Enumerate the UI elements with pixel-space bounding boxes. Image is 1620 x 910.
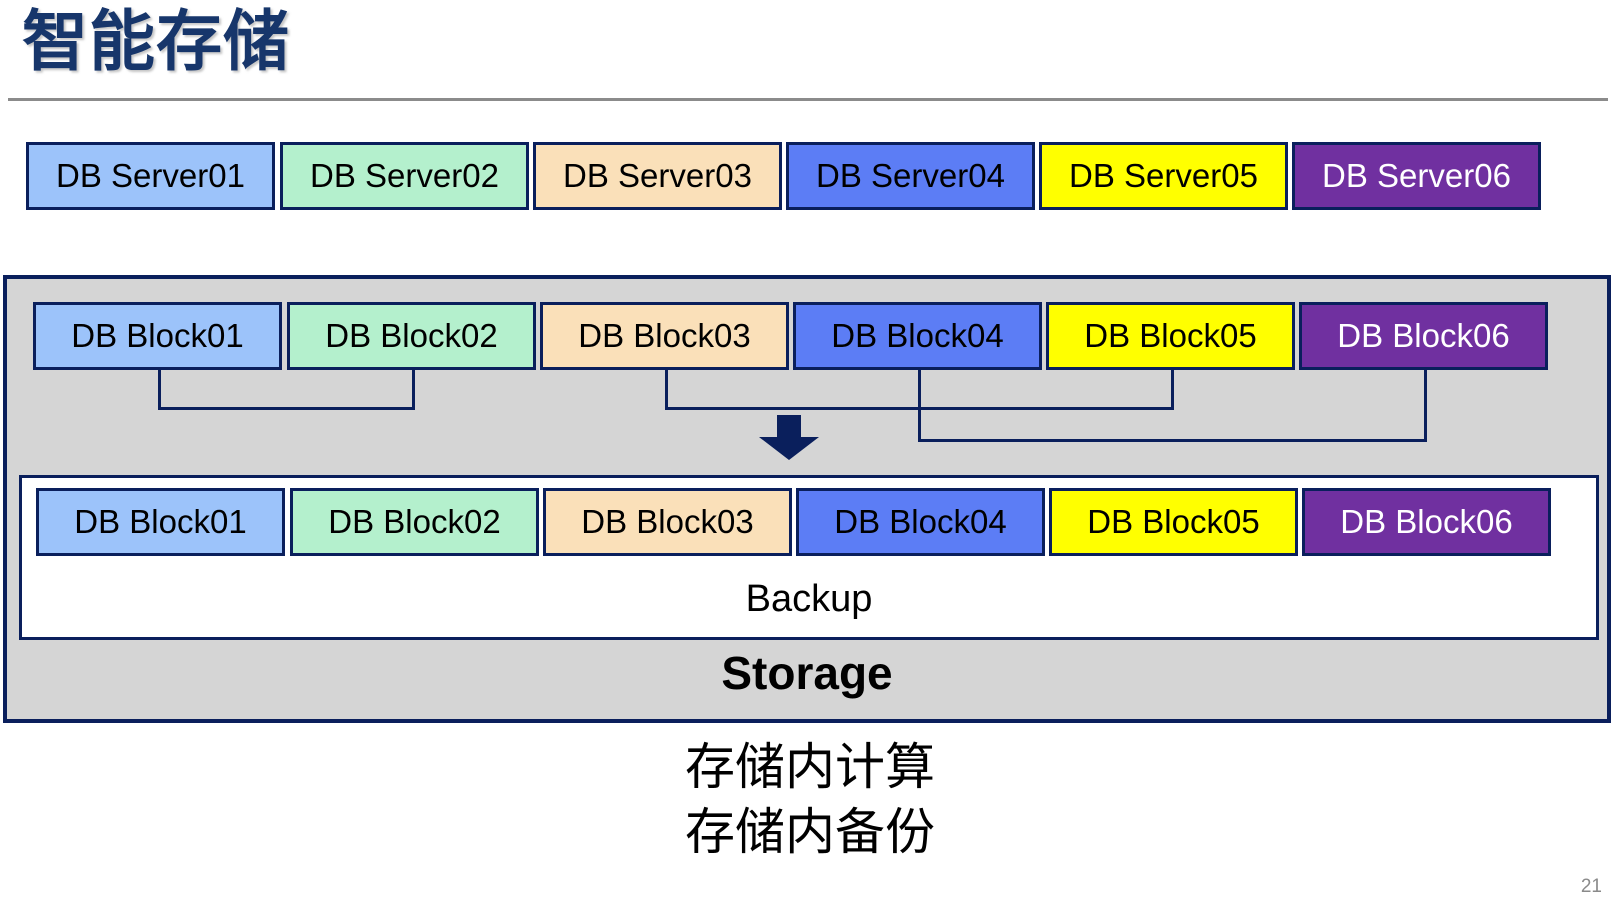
caption-line-1: 存储内计算 [685,739,935,795]
db-block-box-backup-2[interactable]: DB Block02 [290,488,539,556]
db-block-box-primary-4[interactable]: DB Block04 [793,302,1042,370]
db-block-box-backup-4[interactable]: DB Block04 [796,488,1045,556]
page-number: 21 [1580,876,1602,897]
db-block-box-backup-label: DB Block05 [1087,503,1260,540]
db-block-box-primary-label: DB Block06 [1337,317,1510,354]
db-block-box-backup-6[interactable]: DB Block06 [1302,488,1551,556]
db-server-box-5[interactable]: DB Server05 [1039,142,1288,210]
connector-05-stem [1170,370,1174,410]
db-block-box-primary-6[interactable]: DB Block06 [1299,302,1548,370]
db-block-box-backup-label: DB Block06 [1340,503,1513,540]
db-server-box-3[interactable]: DB Server03 [533,142,782,210]
db-block-box-primary-label: DB Block02 [325,317,498,354]
db-block-box-backup-label: DB Block01 [74,503,247,540]
db-block-box-primary-label: DB Block03 [578,317,751,354]
db-server-box-1[interactable]: DB Server01 [26,142,275,210]
db-block-box-backup-label: DB Block03 [581,503,754,540]
db-server-box-label: DB Server04 [816,157,1005,194]
db-block-box-primary-label: DB Block05 [1084,317,1257,354]
db-block-box-backup-1[interactable]: DB Block01 [36,488,285,556]
connector-06-stem [1423,370,1427,442]
db-block-box-primary-2[interactable]: DB Block02 [287,302,536,370]
db-server-box-label: DB Server05 [1069,157,1258,194]
db-block-box-backup-3[interactable]: DB Block03 [543,488,792,556]
db-block-box-backup-5[interactable]: DB Block05 [1049,488,1298,556]
db-block-row-backup: DB Block01 DB Block02 DB Block03 DB Block04… [22,478,1596,568]
db-block-box-primary-label: DB Block04 [831,317,1004,354]
db-block-box-backup-label: DB Block02 [328,503,501,540]
connector-04-06-rail [917,439,1427,442]
db-block-row-primary: DB Block01 DB Block02 DB Block03 DB Block04… [7,279,1607,379]
db-server-row: DB Server01 DB Server02 DB Server03 DB Serv… [0,0,1620,300]
db-server-box-label: DB Server02 [310,157,499,194]
connector-03-stem [664,370,668,410]
connector-01-02-rail [157,407,415,410]
page-title: 智能存储 [22,4,290,78]
db-server-box-2[interactable]: DB Server02 [280,142,529,210]
db-server-box-label: DB Server01 [56,157,245,194]
backup-panel: DB Block01 DB Block02 DB Block03 DB Block04… [19,475,1599,640]
db-block-box-primary-1[interactable]: DB Block01 [33,302,282,370]
connector-04-stem [917,370,921,442]
backup-label: Backup [745,578,873,620]
db-server-box-label: DB Server03 [563,157,752,194]
caption-line-2: 存储内备份 [685,804,935,860]
db-block-box-primary-label: DB Block01 [71,317,244,354]
connector-02-stem [411,370,415,410]
title-divider [8,98,1608,101]
db-server-box-6[interactable]: DB Server06 [1292,142,1541,210]
db-block-box-backup-label: DB Block04 [834,503,1007,540]
db-block-box-primary-3[interactable]: DB Block03 [540,302,789,370]
db-block-box-primary-5[interactable]: DB Block05 [1046,302,1295,370]
storage-label: Storage [721,647,893,699]
db-server-box-4[interactable]: DB Server04 [786,142,1035,210]
connector-01-stem [157,370,161,410]
db-server-box-label: DB Server06 [1322,157,1511,194]
storage-container: DB Block01 DB Block02 DB Block03 DB Block04… [3,275,1611,723]
down-arrow-icon [759,415,819,460]
caption-block: 存储内计算存储内备份 [0,735,1620,865]
